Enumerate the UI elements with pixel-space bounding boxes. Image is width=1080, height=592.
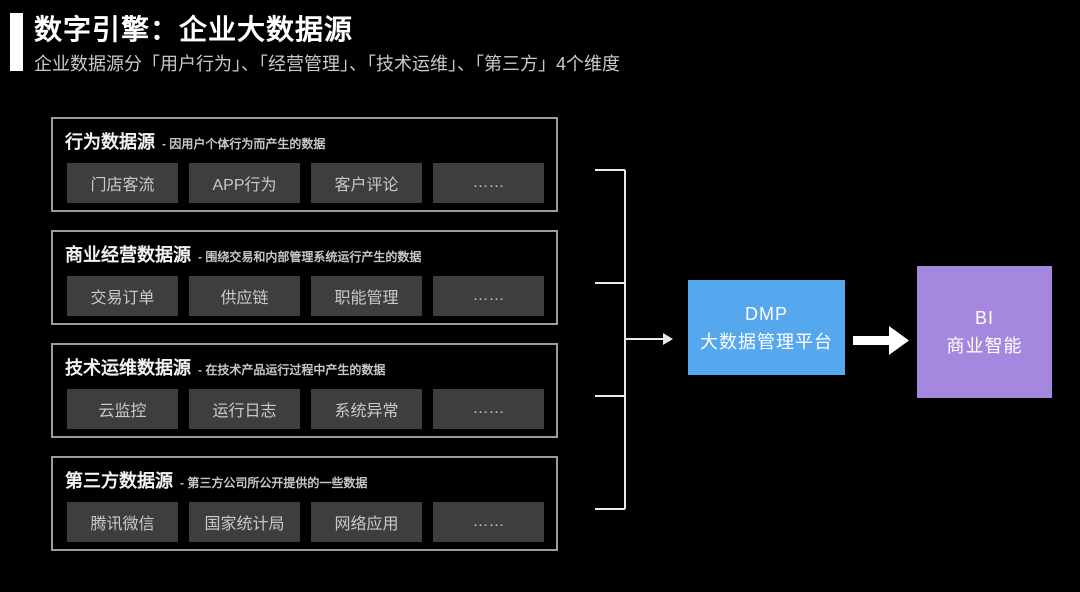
dmp-box: DMP 大数据管理平台 — [688, 280, 845, 375]
group-title: 第三方数据源 — [65, 471, 173, 491]
thin-arrow-head-icon — [663, 333, 673, 345]
page-subtitle: 企业数据源分「用户行为」、「经营管理」、「技术运维」、「第三方」4个维度 — [34, 54, 621, 74]
chip: 交易订单 — [67, 276, 178, 316]
group-header: 第三方数据源 - 第三方公司所公开提供的一些数据 — [65, 467, 544, 493]
chip: 职能管理 — [311, 276, 422, 316]
chip: 运行日志 — [189, 389, 300, 429]
source-group-behavior: 行为数据源 - 因用户个体行为而产生的数据 门店客流 APP行为 客户评论 …… — [51, 117, 558, 212]
bi-label-line2: 商业智能 — [946, 336, 1023, 356]
chip-row: 腾讯微信 国家统计局 网络应用 …… — [67, 502, 544, 542]
chip-ellipsis: …… — [433, 502, 544, 542]
bi-label-line1: BI — [974, 308, 994, 328]
chip: 门店客流 — [67, 163, 178, 203]
page-title: 数字引擎：企业大数据源 — [34, 14, 354, 45]
group-title: 商业经营数据源 — [65, 245, 191, 265]
title-accent-bar — [10, 13, 23, 71]
chip-ellipsis: …… — [433, 276, 544, 316]
chip-ellipsis: …… — [433, 163, 544, 203]
group-note: - 第三方公司所公开提供的一些数据 — [180, 476, 368, 490]
group-header: 技术运维数据源 - 在技术产品运行过程中产生的数据 — [65, 354, 544, 380]
chip-ellipsis: …… — [433, 389, 544, 429]
source-group-tech-ops: 技术运维数据源 - 在技术产品运行过程中产生的数据 云监控 运行日志 系统异常 … — [51, 343, 558, 438]
chip: 系统异常 — [311, 389, 422, 429]
group-header: 行为数据源 - 因用户个体行为而产生的数据 — [65, 128, 544, 154]
chip: 云监控 — [67, 389, 178, 429]
source-group-third-party: 第三方数据源 - 第三方公司所公开提供的一些数据 腾讯微信 国家统计局 网络应用… — [51, 456, 558, 551]
chip-row: 云监控 运行日志 系统异常 …… — [67, 389, 544, 429]
bi-box: BI 商业智能 — [917, 266, 1052, 398]
source-group-business: 商业经营数据源 - 围绕交易和内部管理系统运行产生的数据 交易订单 供应链 职能… — [51, 230, 558, 325]
group-note: - 因用户个体行为而产生的数据 — [162, 137, 326, 151]
group-header: 商业经营数据源 - 围绕交易和内部管理系统运行产生的数据 — [65, 241, 544, 267]
chip: 客户评论 — [311, 163, 422, 203]
chip-row: 门店客流 APP行为 客户评论 …… — [67, 163, 544, 203]
group-note: - 围绕交易和内部管理系统运行产生的数据 — [198, 250, 422, 264]
dmp-label-line1: DMP — [745, 303, 788, 324]
group-title: 行为数据源 — [65, 132, 155, 152]
chip: 国家统计局 — [189, 502, 300, 542]
chip-row: 交易订单 供应链 职能管理 …… — [67, 276, 544, 316]
chip: 腾讯微信 — [67, 502, 178, 542]
chip: APP行为 — [189, 163, 300, 203]
dmp-label-line2: 大数据管理平台 — [700, 331, 833, 352]
group-note: - 在技术产品运行过程中产生的数据 — [198, 363, 386, 377]
thick-arrow-icon — [853, 326, 909, 355]
group-title: 技术运维数据源 — [65, 358, 191, 378]
chip: 网络应用 — [311, 502, 422, 542]
chip: 供应链 — [189, 276, 300, 316]
